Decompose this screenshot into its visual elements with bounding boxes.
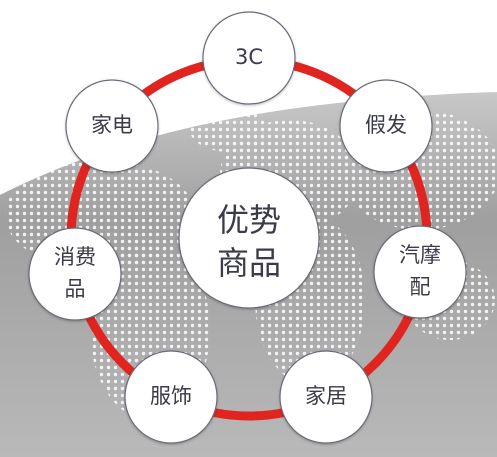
node-label: 家居 bbox=[305, 384, 347, 408]
node-label: 家电 bbox=[91, 113, 133, 137]
node-label: 假发 bbox=[365, 113, 407, 137]
node-label: 配 bbox=[410, 275, 431, 299]
node-label: 消费 bbox=[54, 245, 96, 269]
node-circle bbox=[124, 350, 218, 444]
node-circle bbox=[28, 227, 122, 321]
node-label: 服饰 bbox=[150, 384, 192, 408]
node-wigs: 假发 bbox=[339, 79, 433, 173]
node-circle bbox=[65, 79, 159, 173]
node-circle bbox=[279, 350, 373, 444]
node-home: 家居 bbox=[279, 350, 373, 444]
node-label: 品 bbox=[65, 277, 86, 301]
center-node: 优势 商品 bbox=[178, 167, 320, 309]
node-3c: 3C bbox=[202, 11, 296, 105]
node-circle bbox=[373, 225, 467, 319]
node-label: 3C bbox=[235, 45, 263, 69]
node-label: 汽摩 bbox=[399, 243, 441, 267]
center-label-line2: 商品 bbox=[217, 244, 281, 282]
node-circle bbox=[202, 11, 296, 105]
node-auto-parts: 汽摩配 bbox=[373, 225, 467, 319]
node-appliances: 家电 bbox=[65, 79, 159, 173]
center-label-line1: 优势 bbox=[217, 201, 281, 239]
node-consumables: 消费品 bbox=[28, 227, 122, 321]
node-apparel: 服饰 bbox=[124, 350, 218, 444]
node-circle bbox=[339, 79, 433, 173]
